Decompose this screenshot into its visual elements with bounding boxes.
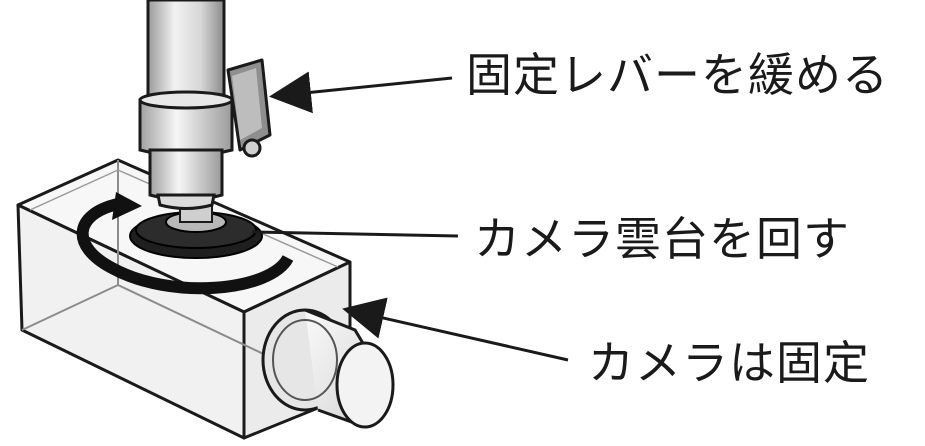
camera-lens <box>261 308 395 429</box>
label-loosen-lever: 固定レバーを緩める <box>466 48 889 102</box>
label-rotate-head: カメラ雲台を回す <box>474 212 850 266</box>
callout-line-head <box>251 230 459 238</box>
label-camera-fixed: カメラは固定 <box>588 336 870 390</box>
callout-line-camera <box>342 297 569 362</box>
callout-line-lever <box>269 71 453 114</box>
callout-lines <box>251 71 569 362</box>
lever-icon <box>226 58 272 158</box>
rotation-arrow-icon <box>76 192 294 295</box>
tripod-pole <box>138 0 234 210</box>
